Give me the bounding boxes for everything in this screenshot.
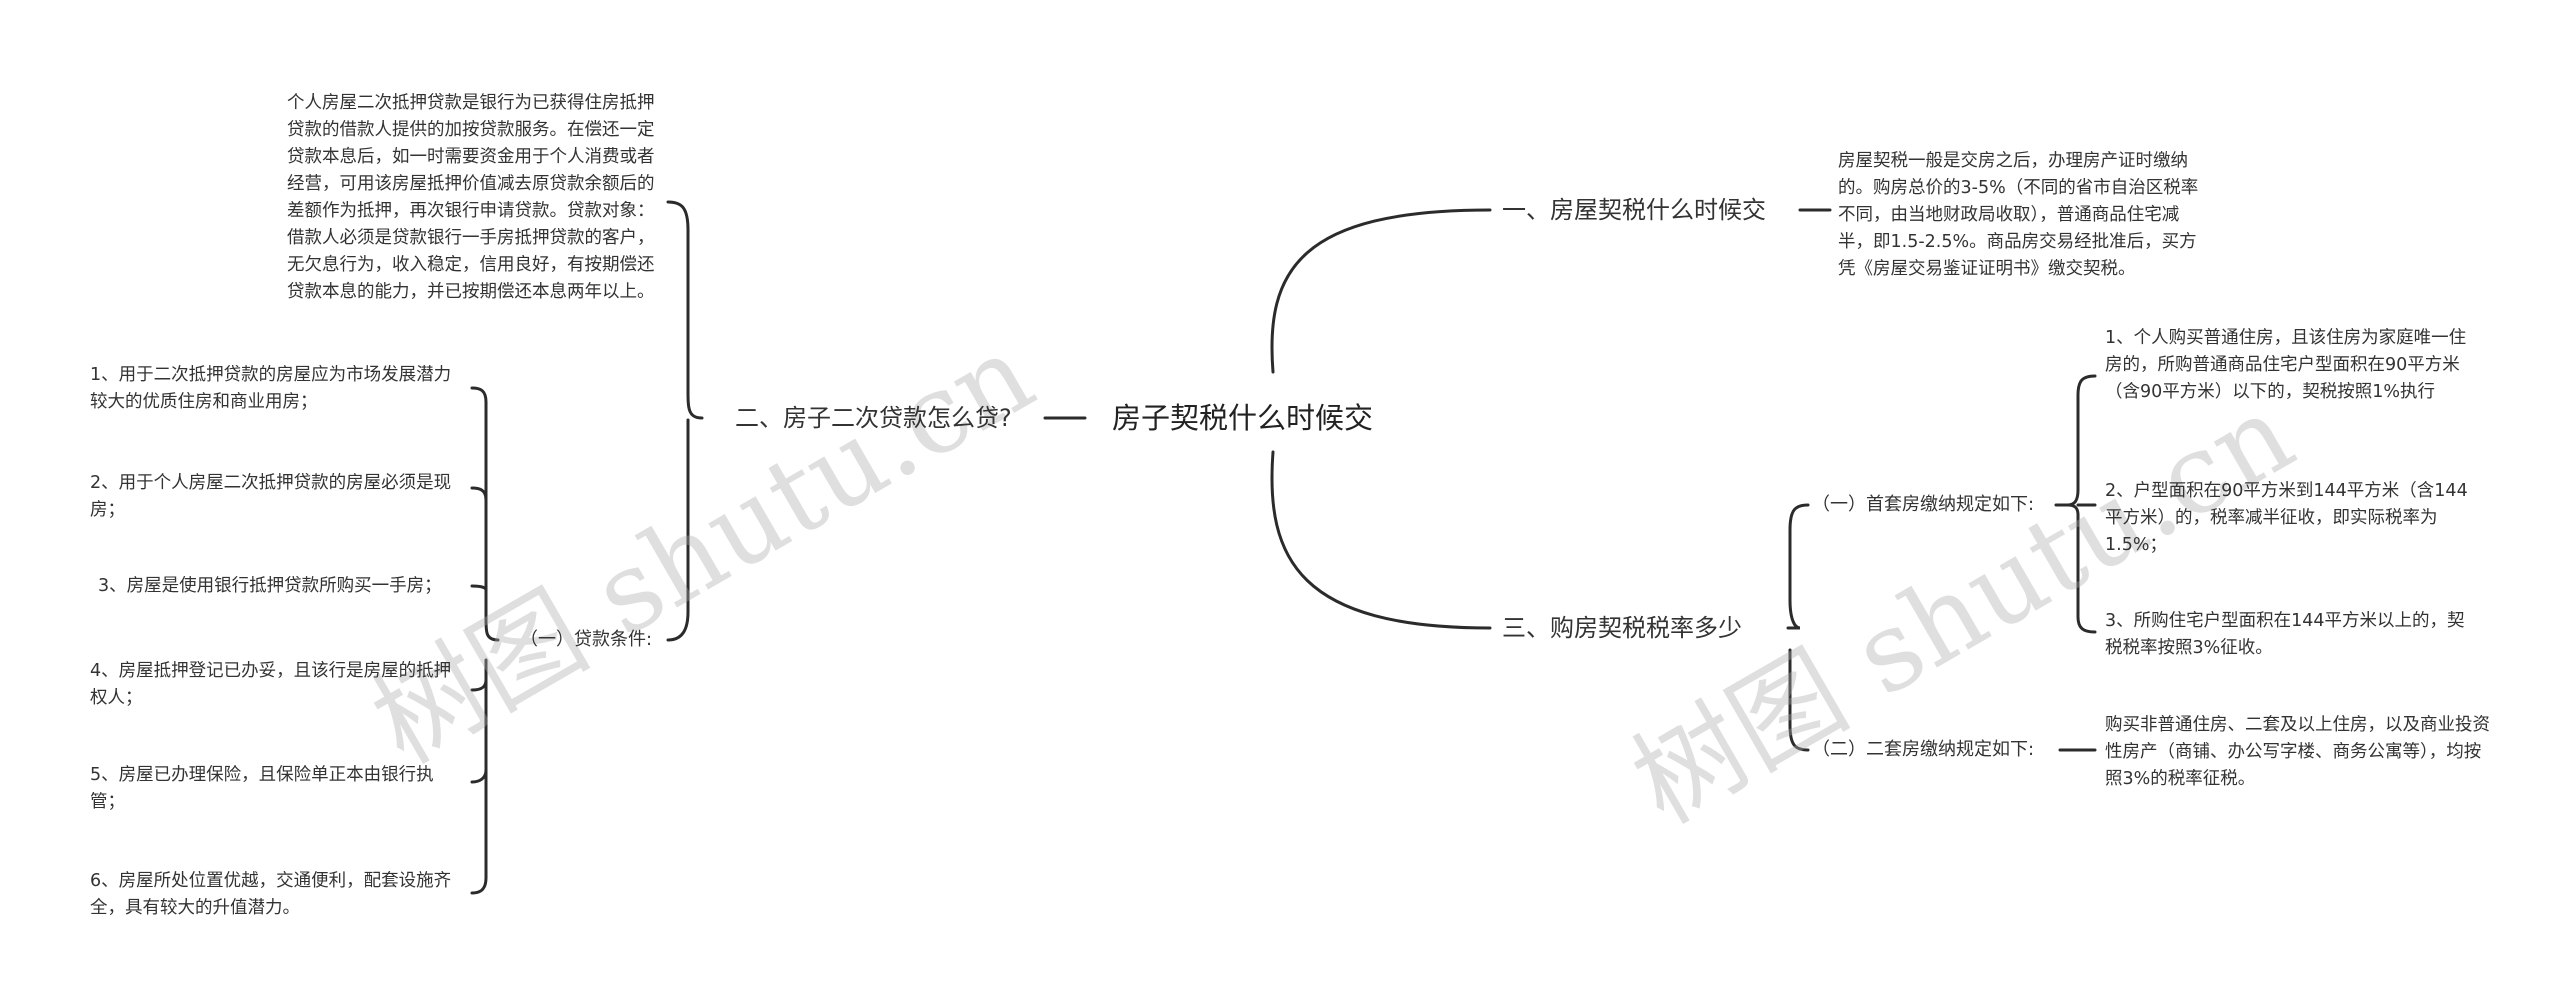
first-home-rule-3: 3、所购住宅户型面积在144平方米以上的，契税税率按照3%征收。 bbox=[2105, 611, 2465, 658]
loan-condition-6: 6、房屋所处位置优越，交通便利，配套设施齐全，具有较大的升值潜力。 bbox=[90, 871, 452, 918]
first-home-rule-1: 1、个人购买普通住房，且该住房为家庭唯一住房的，所购普通商品住宅户型面积在90平… bbox=[2105, 328, 2467, 402]
link-b2-sub bbox=[666, 418, 690, 642]
branch-1-detail: 房屋契税一般是交房之后，办理房产证时缴纳的。购房总价的3-5%（不同的省市自治区… bbox=[1838, 151, 2199, 279]
link-root-b3 bbox=[1270, 450, 1492, 630]
link-b2-intro bbox=[666, 200, 704, 420]
link-sub-item6 bbox=[470, 658, 488, 895]
link-sub-item1 bbox=[470, 386, 500, 642]
branch-3-sub1-label[interactable]: （一）首套房缴纳规定如下: bbox=[1812, 494, 2035, 515]
loan-condition-4: 4、房屋抵押登记已办妥，且该行是房屋的抵押权人； bbox=[90, 661, 452, 708]
first-home-rule-2: 2、户型面积在90平方米到144平方米（含144平方米）的，税率减半征收，即实际… bbox=[2105, 481, 2468, 555]
root-topic[interactable]: 房子契税什么时候交 bbox=[1112, 401, 1374, 435]
branch-3-title[interactable]: 三、购房契税税率多少 bbox=[1502, 614, 1742, 642]
loan-condition-1: 1、用于二次抵押贷款的房屋应为市场发展潜力较大的优质住房和商业用房； bbox=[90, 365, 452, 412]
branch-2-title[interactable]: 二、房子二次贷款怎么贷? bbox=[735, 404, 1012, 432]
link-sub1-item1 bbox=[2054, 374, 2097, 507]
second-home-rule: 购买非普通住房、二套及以上住房，以及商业投资性房产（商铺、办公写字楼、商务公寓等… bbox=[2105, 715, 2490, 789]
branch-3-sub2-label[interactable]: （二）二套房缴纳规定如下: bbox=[1812, 739, 2035, 760]
link-b3-sub2 bbox=[1788, 648, 1810, 752]
loan-condition-3: 3、房屋是使用银行抵押贷款所购买一手房； bbox=[98, 576, 442, 596]
branch-1-title[interactable]: 一、房屋契税什么时候交 bbox=[1502, 196, 1766, 224]
link-root-b1 bbox=[1270, 208, 1492, 374]
loan-condition-5: 5、房屋已办理保险，且保险单正本由银行执管； bbox=[90, 765, 434, 812]
branch-2-intro: 个人房屋二次抵押贷款是银行为已获得住房抵押贷款的借款人提供的加按贷款服务。在偿还… bbox=[287, 93, 655, 302]
link-b3-sub1 bbox=[1786, 503, 1810, 630]
branch-2-sub-label[interactable]: （一）贷款条件: bbox=[520, 629, 653, 650]
loan-condition-2: 2、用于个人房屋二次抵押贷款的房屋必须是现房； bbox=[90, 473, 452, 520]
link-sub1-item3 bbox=[2066, 503, 2097, 634]
